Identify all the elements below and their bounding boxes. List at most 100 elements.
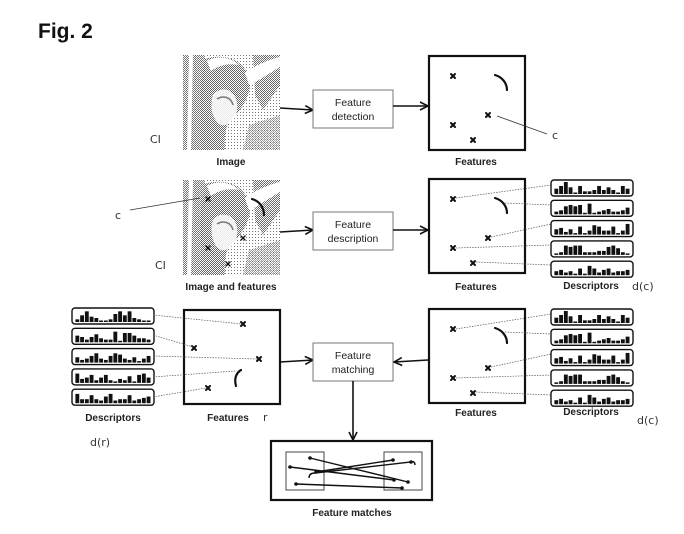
descriptor-bin — [587, 359, 592, 364]
descriptor-bin — [122, 358, 127, 363]
descriptor-bin — [616, 377, 620, 384]
descriptor-bin — [554, 382, 559, 384]
descriptor-bin — [113, 353, 118, 363]
descriptor-bin — [559, 227, 563, 235]
descriptor-bin — [94, 334, 99, 343]
descriptor-bin — [578, 204, 582, 215]
descriptor-bin — [611, 374, 616, 384]
descriptor-bin — [554, 211, 559, 215]
descriptor-bin — [141, 320, 146, 322]
descriptor-bin — [616, 192, 620, 194]
descriptor-histogram — [71, 327, 155, 345]
descriptor-bin — [554, 400, 559, 405]
descriptor-set-c-row2 — [550, 179, 634, 278]
descriptor-bin — [99, 338, 103, 343]
descriptor-bin — [75, 319, 80, 322]
row-feature-description: c CI Image and features Feature descript… — [115, 177, 654, 293]
descriptor-bin — [578, 186, 582, 194]
descriptor-bin — [141, 373, 146, 383]
descriptor-bin — [84, 339, 89, 343]
descriptor-bin — [132, 400, 137, 404]
descriptor-bin — [616, 362, 620, 364]
descriptor-bin — [582, 320, 587, 323]
descriptor-bin — [141, 397, 146, 404]
descriptor-bin — [80, 378, 84, 383]
descriptor-bin — [620, 400, 625, 405]
descriptor-bin — [559, 315, 563, 323]
descriptor-bin — [103, 359, 108, 363]
descriptor-bin — [132, 357, 137, 363]
descriptor-bin — [84, 311, 89, 322]
descriptor-bin — [587, 203, 592, 215]
feature-cross — [450, 375, 456, 381]
descriptor-bin — [606, 375, 611, 384]
descriptor-bin — [606, 337, 611, 344]
descriptor-link — [475, 261, 552, 266]
descriptor-bin — [578, 315, 582, 323]
descriptor-histogram — [550, 369, 634, 387]
descriptor-bin — [625, 317, 630, 323]
features-box-1 — [427, 54, 527, 152]
descriptor-bin — [118, 399, 122, 404]
feature-cross — [450, 245, 456, 251]
descriptor-bin — [611, 401, 616, 405]
feature-cross — [450, 326, 456, 332]
image-with-features — [182, 179, 281, 276]
descriptor-bin — [137, 361, 141, 363]
features-caption-1: Features — [455, 157, 497, 168]
descriptor-bin — [554, 229, 559, 235]
features-box-r — [182, 308, 282, 406]
descriptor-bin — [592, 341, 597, 344]
feature-matching-line2: matching — [332, 364, 375, 376]
descriptor-frame — [550, 348, 634, 367]
descriptor-histogram — [71, 368, 155, 386]
descriptor-bin — [601, 210, 606, 215]
descriptor-frame — [550, 389, 634, 407]
descriptor-link — [490, 223, 552, 238]
descriptor-bin — [597, 315, 601, 323]
descriptor-bin — [601, 190, 606, 194]
descriptor-bin — [592, 319, 597, 323]
descriptor-bin — [582, 381, 587, 384]
descriptor-bin — [94, 353, 99, 363]
descriptor-bin — [108, 355, 113, 363]
descriptors-ref-c: d(c) — [637, 414, 659, 427]
descriptor-bin — [606, 230, 611, 235]
match-line — [288, 465, 396, 482]
descriptor-bin — [601, 339, 606, 344]
match-line — [294, 482, 404, 490]
descriptor-bin — [625, 207, 630, 215]
descriptor-bin — [84, 399, 89, 404]
descriptor-bin — [578, 374, 582, 384]
descriptor-bin — [127, 311, 132, 322]
descriptor-bin — [84, 358, 89, 363]
descriptor-bin — [606, 246, 611, 255]
features-ref-r: r — [263, 411, 268, 424]
feature-cross — [225, 261, 231, 267]
descriptor-bin — [620, 315, 625, 323]
feature-arc — [493, 73, 509, 92]
feature-ref-label: c — [115, 209, 121, 222]
arrow-r-to-matching — [279, 360, 313, 362]
descriptor-bin — [597, 186, 601, 194]
descriptor-bin — [137, 319, 141, 322]
descriptor-bin — [616, 340, 620, 344]
descriptor-frame — [550, 199, 634, 218]
descriptor-bin — [146, 339, 151, 343]
descriptor-frame — [71, 388, 155, 406]
descriptor-bin — [118, 354, 122, 363]
feature-cross — [205, 245, 211, 251]
descriptor-bin — [597, 250, 601, 255]
descriptor-bin — [620, 230, 625, 235]
descriptor-bin — [146, 320, 151, 322]
descriptor-bin — [103, 320, 108, 322]
descriptor-bin — [573, 362, 578, 364]
descriptor-bin — [587, 252, 592, 255]
descriptor-frame — [550, 328, 634, 346]
descriptor-bin — [606, 397, 611, 405]
descriptor-bin — [108, 339, 113, 343]
descriptor-bin — [563, 374, 568, 384]
descriptor-bin — [113, 400, 118, 404]
descriptor-link — [152, 387, 207, 398]
